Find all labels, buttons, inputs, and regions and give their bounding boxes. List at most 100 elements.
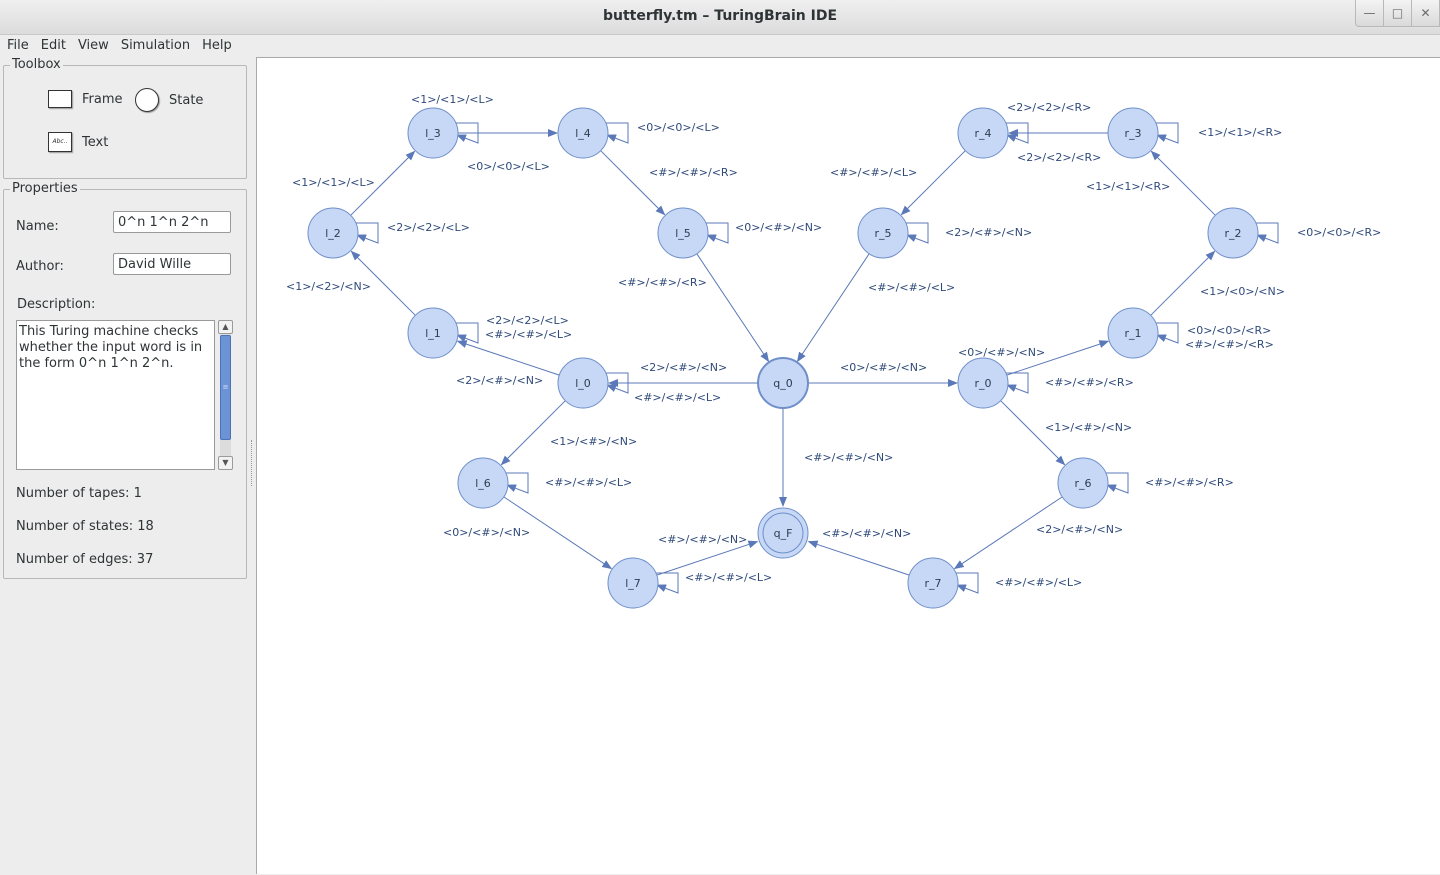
edge-label[interactable]: <2>/<#>/<N>: [945, 226, 1032, 239]
state-l_7[interactable]: [607, 557, 659, 609]
state-r_0[interactable]: [957, 357, 1009, 409]
edge-label[interactable]: <#>/<#>/<R>: [1145, 476, 1234, 489]
self-loop-l_1[interactable]: [455, 322, 479, 344]
edge-label[interactable]: <1>/<#>/<N>: [550, 435, 637, 448]
edge-l_0-to-l_6[interactable]: [500, 400, 566, 466]
state-r_7[interactable]: [907, 557, 959, 609]
edge-l_6-to-l_7[interactable]: [503, 496, 613, 570]
menu-simulation[interactable]: Simulation: [120, 38, 191, 53]
edge-label[interactable]: <1>/<1>/<L>: [292, 176, 375, 189]
author-field[interactable]: [113, 253, 231, 275]
self-loop-r_2[interactable]: [1255, 222, 1279, 244]
edge-label[interactable]: <2>/<2>/<R>: [1017, 151, 1101, 164]
edge-l_2-to-l_3[interactable]: [350, 150, 416, 216]
self-loop-l_0[interactable]: [605, 372, 629, 394]
edge-label[interactable]: <#>/<#>/<R>: [618, 276, 707, 289]
edge-label[interactable]: <1>/<0>/<N>: [1200, 285, 1285, 298]
edge-label[interactable]: <0>/<#>/<N>: [840, 361, 927, 374]
menu-help[interactable]: Help: [202, 38, 232, 53]
self-loop-r_1[interactable]: [1155, 322, 1179, 344]
edge-r_2-to-r_3[interactable]: [1150, 150, 1216, 216]
edge-label[interactable]: <2>/<#>/<N>: [456, 374, 543, 387]
state-r_1[interactable]: [1107, 307, 1159, 359]
edge-l_7-to-q_F[interactable]: [656, 540, 759, 576]
edge-label[interactable]: <#>/<#>/<N>: [804, 451, 893, 464]
tool-state[interactable]: State: [135, 88, 203, 112]
scroll-down-icon[interactable]: ▼: [218, 456, 233, 470]
maximize-icon[interactable]: □: [1383, 0, 1412, 27]
edge-label[interactable]: <2>/<2>/<L>: [387, 221, 470, 234]
edge-l_1-to-l_2[interactable]: [350, 250, 416, 316]
edge-label[interactable]: <1>/<2>/<N>: [286, 280, 371, 293]
edge-label[interactable]: <0>/<0>/<R>: [1187, 324, 1271, 337]
edge-label[interactable]: <0>/<#>/<N>: [735, 221, 822, 234]
scroll-thumb[interactable]: ≡: [220, 335, 231, 440]
menu-edit[interactable]: Edit: [40, 38, 66, 53]
edge-label[interactable]: <#>/<#>/<L>: [685, 571, 772, 584]
state-q_0[interactable]: [757, 357, 809, 409]
tool-frame[interactable]: Frame: [48, 90, 123, 108]
menu-view[interactable]: View: [77, 38, 109, 53]
tool-text[interactable]: Abc.. Text: [48, 132, 108, 152]
edge-label[interactable]: <#>/<#>/<L>: [868, 281, 955, 294]
state-r_2[interactable]: [1207, 207, 1259, 259]
self-loop-l_5[interactable]: [705, 222, 729, 244]
description-scrollbar[interactable]: ▲ ≡ ▼: [218, 320, 233, 470]
edge-r_6-to-r_7[interactable]: [953, 496, 1063, 570]
state-l_3[interactable]: [407, 107, 459, 159]
self-loop-r_0[interactable]: [1005, 372, 1029, 394]
self-loop-r_4[interactable]: [1005, 122, 1029, 144]
self-loop-r_6[interactable]: [1105, 472, 1129, 494]
edge-r_7-to-q_F[interactable]: [807, 540, 910, 576]
edge-label[interactable]: <0>/<#>/<N>: [958, 346, 1045, 359]
self-loop-l_6[interactable]: [505, 472, 529, 494]
minimize-icon[interactable]: —: [1355, 0, 1384, 27]
edge-label[interactable]: <1>/<#>/<N>: [1045, 421, 1132, 434]
state-l_2[interactable]: [307, 207, 359, 259]
edge-label[interactable]: <#>/<#>/<N>: [822, 527, 911, 540]
state-r_5[interactable]: [857, 207, 909, 259]
edge-label[interactable]: <1>/<1>/<L>: [411, 93, 494, 106]
edge-r_0-to-r_6[interactable]: [1000, 400, 1066, 466]
state-l_0[interactable]: [557, 357, 609, 409]
name-field[interactable]: [113, 211, 231, 233]
state-r_4[interactable]: [957, 107, 1009, 159]
close-icon[interactable]: ✕: [1411, 0, 1440, 27]
self-loop-r_7[interactable]: [955, 572, 979, 594]
edge-l_5-to-q_0[interactable]: [696, 253, 770, 363]
state-r_6[interactable]: [1057, 457, 1109, 509]
self-loop-l_4[interactable]: [605, 122, 629, 144]
edge-label[interactable]: <#>/<#>/<R>: [1185, 338, 1274, 351]
self-loop-r_3[interactable]: [1155, 122, 1179, 144]
edge-label[interactable]: <1>/<1>/<R>: [1198, 126, 1282, 139]
description-field[interactable]: This Turing machine checks whether the i…: [16, 320, 215, 470]
edge-label[interactable]: <2>/<#>/<N>: [1036, 523, 1123, 536]
edge-label[interactable]: <#>/<#>/<R>: [1045, 376, 1134, 389]
edge-label[interactable]: <#>/<#>/<R>: [649, 166, 738, 179]
edge-r_0-to-r_1[interactable]: [1006, 340, 1110, 376]
state-l_1[interactable]: [407, 307, 459, 359]
self-loop-l_2[interactable]: [355, 222, 379, 244]
self-loop-r_5[interactable]: [905, 222, 929, 244]
edge-label[interactable]: <#>/<#>/<L>: [995, 576, 1082, 589]
edge-r_1-to-r_2[interactable]: [1150, 250, 1216, 316]
edge-label[interactable]: <#>/<#>/<L>: [634, 391, 721, 404]
edge-l_0-to-l_1[interactable]: [456, 340, 560, 376]
edge-label[interactable]: <0>/<#>/<N>: [443, 526, 530, 539]
edge-label[interactable]: <2>/<#>/<N>: [640, 361, 727, 374]
edge-label[interactable]: <0>/<0>/<R>: [1297, 226, 1381, 239]
edge-label[interactable]: <1>/<1>/<R>: [1086, 180, 1170, 193]
state-l_5[interactable]: [657, 207, 709, 259]
edge-label[interactable]: <2>/<2>/<R>: [1007, 101, 1091, 114]
splitter-handle[interactable]: [249, 440, 254, 490]
edge-label[interactable]: <0>/<0>/<L>: [637, 121, 720, 134]
state-r_3[interactable]: [1107, 107, 1159, 159]
state-l_4[interactable]: [557, 107, 609, 159]
edge-r_4-to-r_5[interactable]: [900, 150, 966, 216]
menu-file[interactable]: File: [7, 38, 29, 53]
edge-label[interactable]: <#>/<#>/<N>: [658, 533, 747, 546]
self-loop-l_7[interactable]: [655, 572, 679, 594]
scroll-up-icon[interactable]: ▲: [218, 320, 233, 334]
